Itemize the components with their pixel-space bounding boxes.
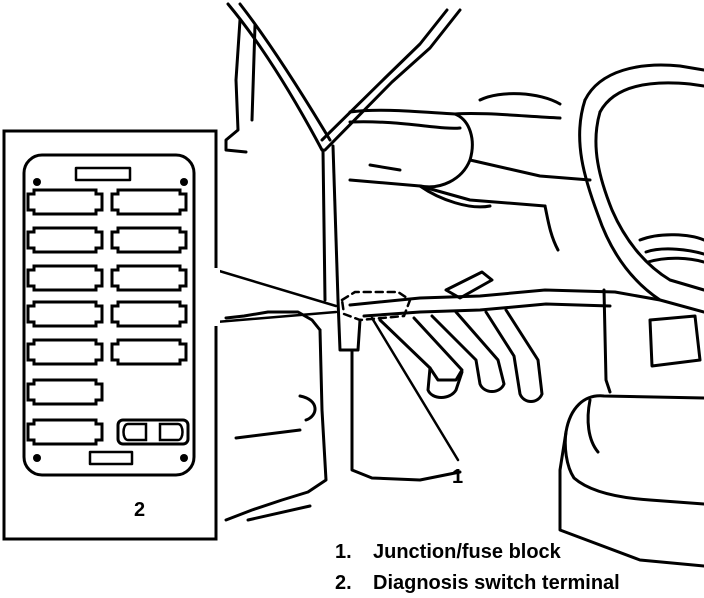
fuse-slot [110, 338, 188, 366]
fuse-slot [110, 188, 188, 216]
connector-line-upper [214, 268, 338, 308]
legend-number-1: 1. [335, 541, 352, 563]
legend-item-2: 2. Diagnosis switch terminal [335, 572, 620, 595]
kick-panel-edge [350, 348, 462, 482]
junction-block-hidden [340, 290, 412, 322]
kick-panel [336, 298, 362, 352]
fuse-slot [26, 264, 104, 292]
connector-line-cover [214, 268, 220, 326]
callout-1: 1 [452, 466, 463, 488]
legend-text-1: Junction/fuse block [373, 541, 561, 563]
leader-line-1 [370, 316, 460, 462]
fuse-slot [26, 300, 104, 328]
callout-2: 2 [134, 499, 145, 521]
door-frame [224, 18, 328, 522]
fuse-slots [26, 188, 188, 446]
legend-number-2: 2. [335, 572, 352, 594]
fuse-slot [26, 226, 104, 254]
fuse-slot [26, 378, 104, 406]
dashboard [348, 92, 702, 394]
seat [558, 394, 704, 568]
steering-wheel [578, 63, 704, 314]
legend-text-2: Diagnosis switch terminal [373, 572, 620, 594]
fuse-slot [110, 226, 188, 254]
fuse-slot [26, 188, 104, 216]
diagnosis-switch-terminal [116, 418, 190, 446]
pedals [378, 308, 544, 403]
inset-frame [2, 129, 218, 541]
a-pillar [226, 2, 462, 302]
fuse-slot [110, 264, 188, 292]
fuse-slot [26, 418, 104, 446]
fuse-slot [110, 300, 188, 328]
fuse-panel [22, 153, 196, 477]
connector-line-lower [214, 310, 338, 324]
fuse-slot [26, 338, 104, 366]
legend-item-1: 1. Junction/fuse block [335, 541, 561, 564]
